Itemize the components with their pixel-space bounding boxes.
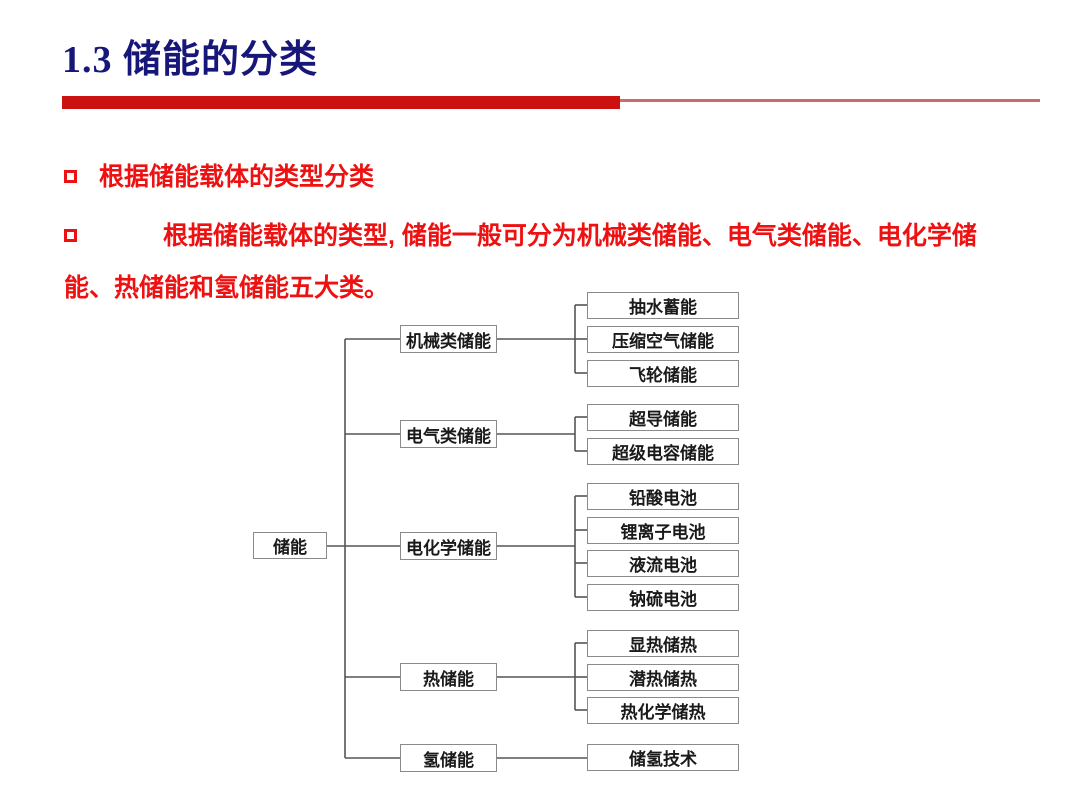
- tree-node-label: 电化学储能: [406, 538, 491, 558]
- tree-node-label: 锂离子电池: [620, 523, 706, 542]
- tree-node-electrochemical[interactable]: 电化学储能: [400, 532, 497, 560]
- tree-node-label: 超级电容储能: [612, 444, 714, 463]
- tree-node-label: 电气类储能: [406, 426, 491, 446]
- tree-node-label: 潜热储热: [629, 670, 697, 689]
- tree-leaf-hydrogen-storage-tech[interactable]: 储氢技术: [587, 744, 739, 771]
- bullet-2-text: 根据储能载体的类型, 储能一般可分为机械类储能、电气类储能、电化学储能、热储能和…: [64, 222, 977, 302]
- tree-node-electrical[interactable]: 电气类储能: [400, 420, 497, 448]
- tree-node-label: 铅酸电池: [629, 489, 697, 508]
- tree-leaf-supercapacitor[interactable]: 超级电容储能: [587, 438, 739, 465]
- title-underline-thick: [62, 96, 620, 109]
- bullet-item-1: 根据储能载体的类型分类: [64, 157, 374, 193]
- tree-node-label: 显热储热: [629, 636, 697, 655]
- tree-node-label: 储能: [273, 538, 307, 557]
- title-text: 储能的分类: [123, 39, 319, 81]
- tree-node-label: 热储能: [423, 669, 474, 689]
- tree-leaf-thermochemical[interactable]: 热化学储热: [587, 697, 739, 724]
- tree-node-root[interactable]: 储能: [253, 532, 327, 559]
- tree-leaf-compressed-air[interactable]: 压缩空气储能: [587, 326, 739, 353]
- title-underline-thin: [620, 99, 1040, 102]
- tree-node-label: 抽水蓄能: [629, 298, 697, 317]
- tree-node-label: 储氢技术: [629, 750, 697, 769]
- tree-leaf-sodium-sulfur[interactable]: 钠硫电池: [587, 584, 739, 611]
- tree-leaf-lead-acid[interactable]: 铅酸电池: [587, 483, 739, 510]
- tree-node-label: 氢储能: [423, 750, 474, 770]
- tree-node-label: 液流电池: [629, 556, 697, 575]
- tree-node-thermal[interactable]: 热储能: [400, 663, 497, 691]
- tree-leaf-flow-battery[interactable]: 液流电池: [587, 550, 739, 577]
- bullet-1-text: 根据储能载体的类型分类: [99, 163, 375, 191]
- hollow-square-bullet-icon: [64, 170, 77, 183]
- tree-node-label: 飞轮储能: [629, 366, 697, 385]
- title-number: 1.3: [62, 39, 113, 81]
- tree-node-label: 超导储能: [629, 410, 697, 429]
- tree-leaf-latent-heat[interactable]: 潜热储热: [587, 664, 739, 691]
- tree-node-hydrogen[interactable]: 氢储能: [400, 744, 497, 772]
- tree-node-mechanical[interactable]: 机械类储能: [400, 325, 497, 353]
- bullet-item-2: 根据储能载体的类型, 储能一般可分为机械类储能、电气类储能、电化学储能、热储能和…: [64, 210, 1024, 314]
- tree-node-label: 钠硫电池: [629, 590, 697, 609]
- tree-leaf-flywheel[interactable]: 飞轮储能: [587, 360, 739, 387]
- tree-leaf-lithium-ion[interactable]: 锂离子电池: [587, 517, 739, 544]
- tree-node-label: 机械类储能: [406, 331, 491, 351]
- tree-leaf-sensible-heat[interactable]: 显热储热: [587, 630, 739, 657]
- tree-leaf-pumped-hydro[interactable]: 抽水蓄能: [587, 292, 739, 319]
- hollow-square-bullet-icon: [64, 229, 77, 242]
- tree-node-label: 压缩空气储能: [612, 332, 714, 351]
- tree-node-label: 热化学储热: [620, 703, 706, 722]
- page-title: 1.3 储能的分类: [62, 28, 318, 83]
- tree-leaf-superconducting[interactable]: 超导储能: [587, 404, 739, 431]
